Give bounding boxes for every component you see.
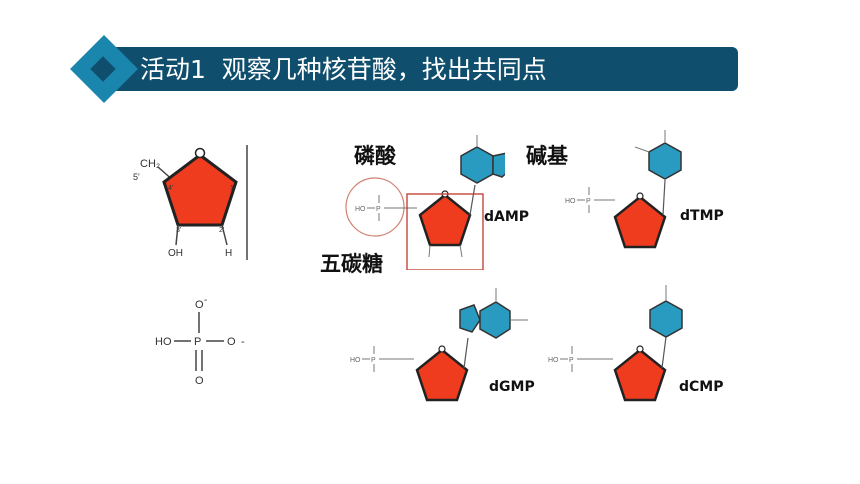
phosphate-o-top: O	[195, 299, 204, 311]
sugar-pentagon	[613, 195, 667, 249]
phosphate-structure-diagram: O - HO P O - O	[155, 295, 245, 387]
svg-text:P: P	[569, 357, 574, 364]
base-hexagon	[460, 146, 494, 184]
sugar-pentagon	[613, 348, 667, 402]
base-hexagon	[649, 300, 683, 338]
phosphate-p: P	[194, 336, 201, 348]
svg-text:HO: HO	[350, 357, 361, 364]
svg-text:HO: HO	[548, 357, 559, 364]
label-phosphate: 磷酸	[354, 144, 396, 168]
nucleotide-dcmp-diagram: HO P	[548, 285, 683, 402]
label-damp: dAMP	[484, 209, 530, 225]
svg-text:P: P	[376, 206, 381, 213]
label-dgmp: dGMP	[489, 379, 535, 395]
base-pentagon	[459, 304, 481, 333]
label-base: 碱基	[526, 144, 568, 168]
phosphate-ho: HO	[155, 336, 172, 348]
phosphate-dash-right: -	[241, 336, 245, 348]
phosphate-minus-top: -	[204, 295, 207, 306]
base-hexagon	[479, 301, 511, 339]
c2-label: 2'	[219, 227, 224, 234]
label-dtmp: dTMP	[680, 208, 724, 224]
label-dcmp: dCMP	[679, 379, 724, 395]
svg-text:HO: HO	[565, 198, 576, 205]
sugar-pentagon	[162, 153, 238, 227]
nucleotide-dgmp-diagram: HO P	[350, 288, 528, 402]
title-bar	[100, 47, 738, 91]
c1-label: 1'	[230, 185, 235, 192]
nucleotide-dtmp-diagram: HO P	[565, 130, 682, 249]
c4-label: 4'	[168, 185, 173, 192]
svg-text:HO: HO	[355, 206, 366, 213]
label-pentose: 五碳糖	[320, 252, 383, 276]
page-title: 活动1 观察几种核苷酸，找出共同点	[140, 55, 547, 84]
phosphate-highlight-circle	[345, 177, 405, 237]
svg-text:P: P	[371, 357, 376, 364]
c3-label: 3'	[176, 227, 181, 234]
ring-oxygen	[194, 147, 206, 159]
sugar-structure-diagram: CH₂ 5' 4' 1' 3' 2' OH H	[133, 145, 248, 260]
phosphate-o-bottom: O	[195, 375, 204, 387]
c5-label: 5'	[133, 172, 140, 182]
base-hexagon	[648, 142, 682, 180]
pentose-highlight-box	[406, 193, 484, 270]
svg-text:P: P	[586, 198, 591, 205]
ch2-label: CH₂	[140, 158, 160, 170]
phosphate-o-right: O	[227, 336, 236, 348]
sugar-pentagon	[418, 193, 472, 247]
sugar-pentagon	[415, 348, 469, 402]
oh-label: OH	[168, 248, 183, 259]
nucleotide-damp-diagram: HO P	[345, 135, 505, 270]
base-pentagon	[492, 152, 505, 178]
h-label: H	[225, 248, 232, 259]
